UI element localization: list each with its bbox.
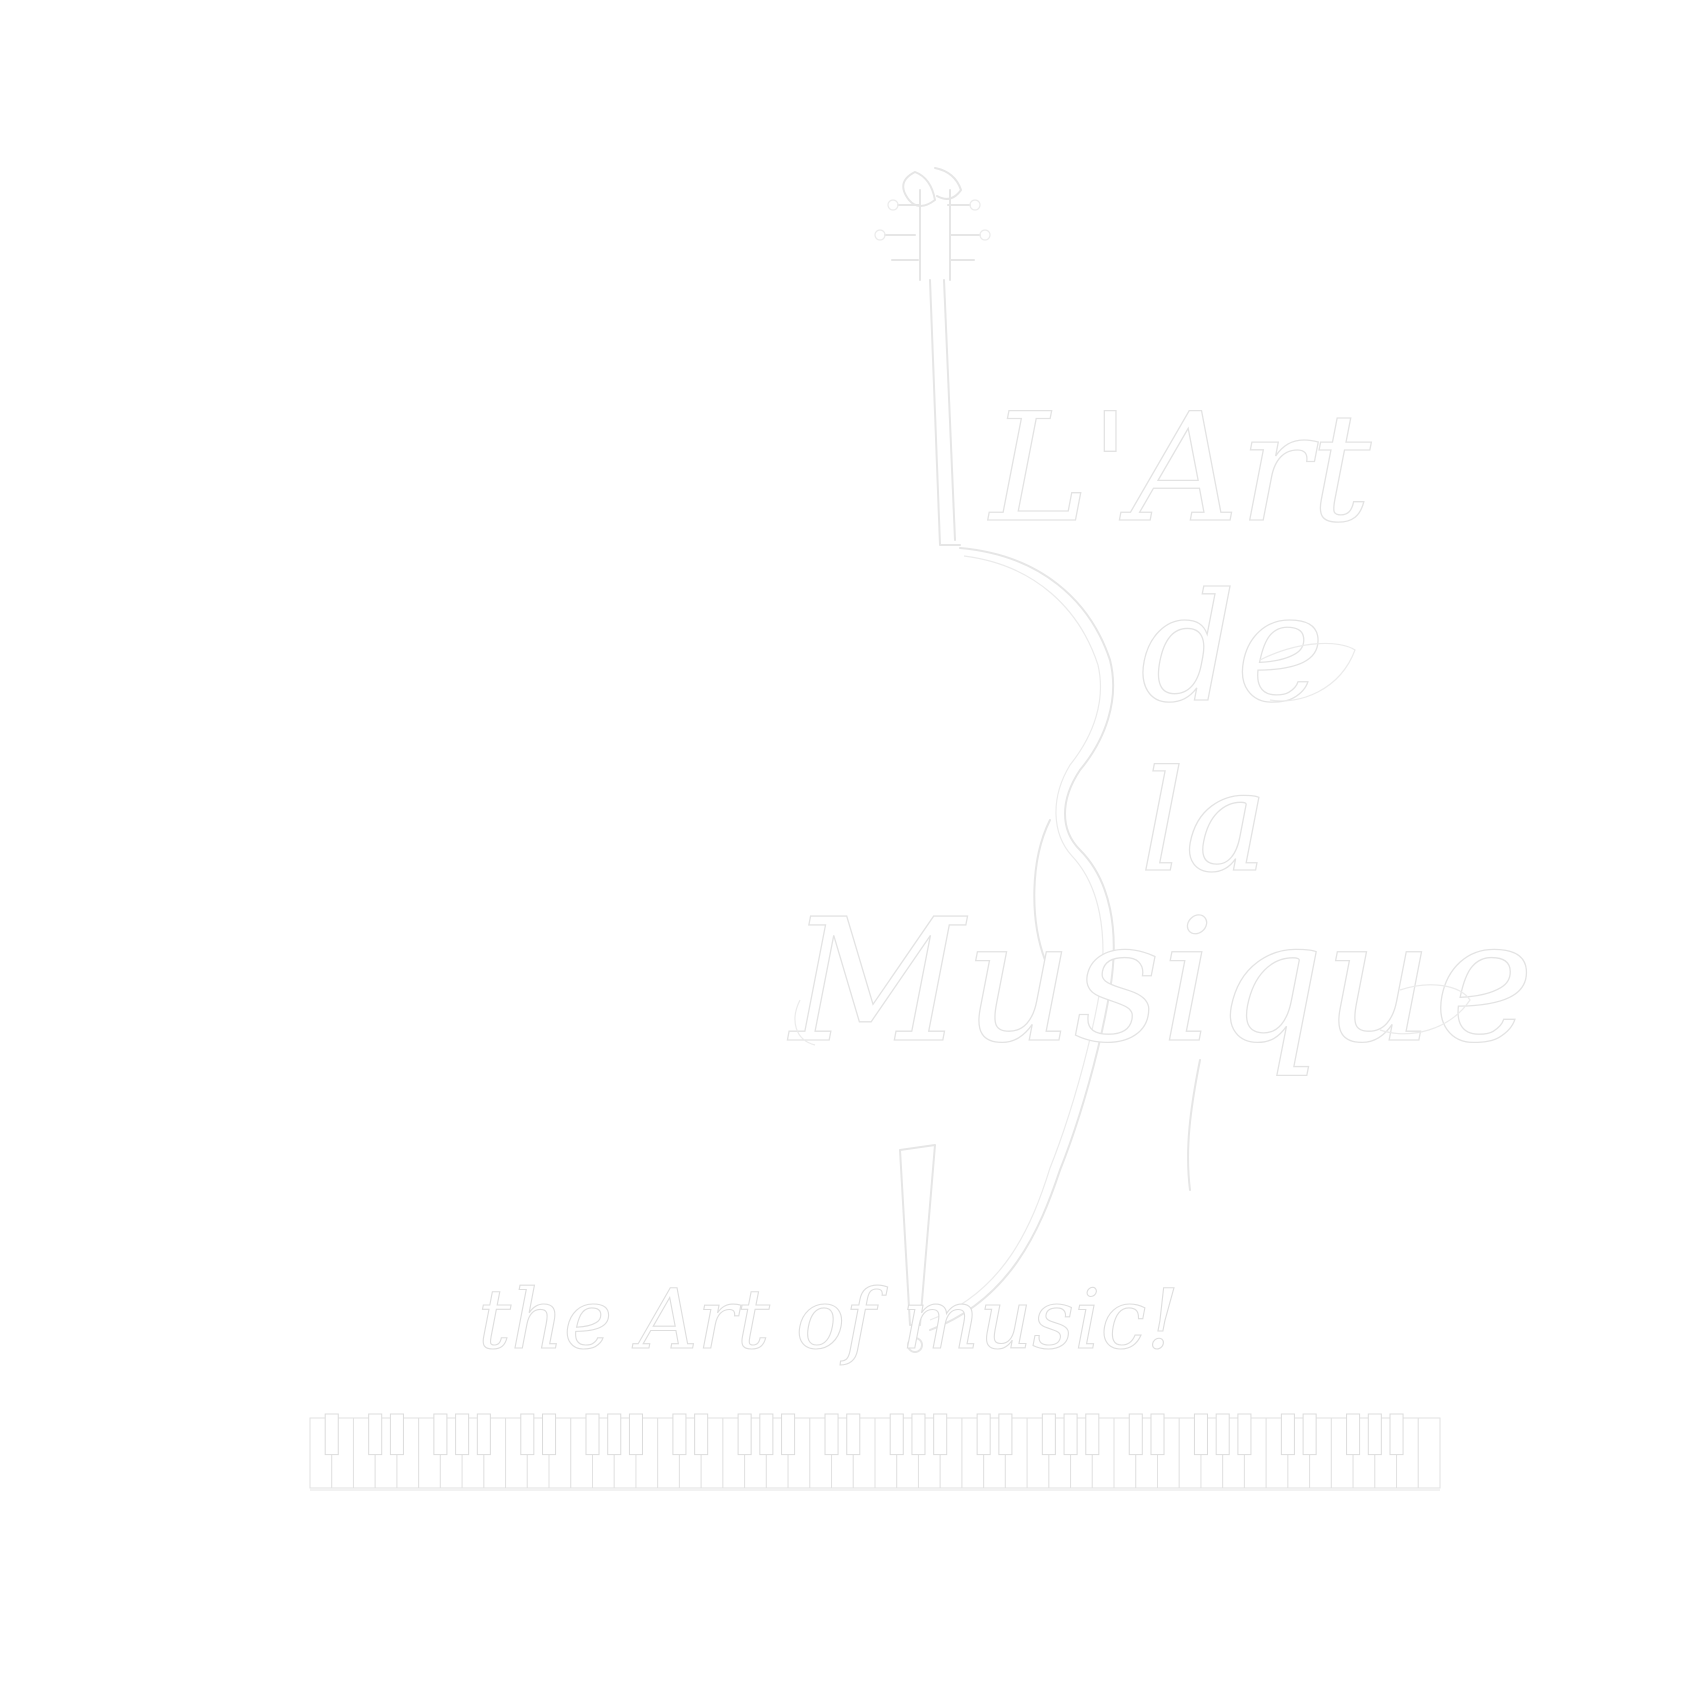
piano-black-key [1302, 1413, 1317, 1456]
piano-black-key [976, 1413, 991, 1456]
piano-black-key [1193, 1413, 1208, 1456]
piano-keyboard-icon [309, 1413, 1441, 1491]
title-word-lart: L'Art [987, 382, 1372, 556]
piano-black-key [781, 1413, 796, 1456]
piano-black-key [1085, 1413, 1100, 1456]
title-word-de: de [1140, 562, 1325, 736]
piano-black-key [998, 1413, 1013, 1456]
piano-black-key [1215, 1413, 1230, 1456]
cello-body-icon [929, 279, 1201, 1331]
title-word-la: la [1140, 741, 1268, 904]
piano-black-key [455, 1413, 470, 1456]
piano-black-key [520, 1413, 535, 1456]
piano-black-key [324, 1413, 339, 1456]
piano-black-key [911, 1413, 926, 1456]
piano-black-key [694, 1413, 709, 1456]
piano-black-key [737, 1413, 752, 1456]
piano-white-key [1417, 1417, 1441, 1489]
piano-black-key [933, 1413, 948, 1456]
piano-black-key [759, 1413, 774, 1456]
piano-black-key [1237, 1413, 1252, 1456]
piano-black-key [542, 1413, 557, 1456]
subtitle-text: the Art of music! [478, 1273, 1179, 1368]
exclamation-mark-icon [899, 1144, 936, 1353]
piano-black-key [585, 1413, 600, 1456]
cello-scroll-icon [874, 167, 991, 281]
piano-black-key [672, 1413, 687, 1456]
piano-black-key [1041, 1413, 1056, 1456]
piano-black-key [1063, 1413, 1078, 1456]
piano-black-key [476, 1413, 491, 1456]
piano-black-key [368, 1413, 383, 1456]
decorative-swirls [794, 642, 1471, 1046]
piano-black-key [1346, 1413, 1361, 1456]
piano-black-key [628, 1413, 643, 1456]
piano-black-key [433, 1413, 448, 1456]
piano-black-key [607, 1413, 622, 1456]
piano-black-key [824, 1413, 839, 1456]
piano-black-key [1367, 1413, 1382, 1456]
piano-black-key [389, 1413, 404, 1456]
piano-black-key [889, 1413, 904, 1456]
title-word-musique: Musique [787, 883, 1534, 1081]
piano-black-key [846, 1413, 861, 1456]
piano-black-key [1389, 1413, 1404, 1456]
piano-black-key [1280, 1413, 1295, 1456]
piano-black-key [1128, 1413, 1143, 1456]
piano-black-key [1150, 1413, 1165, 1456]
